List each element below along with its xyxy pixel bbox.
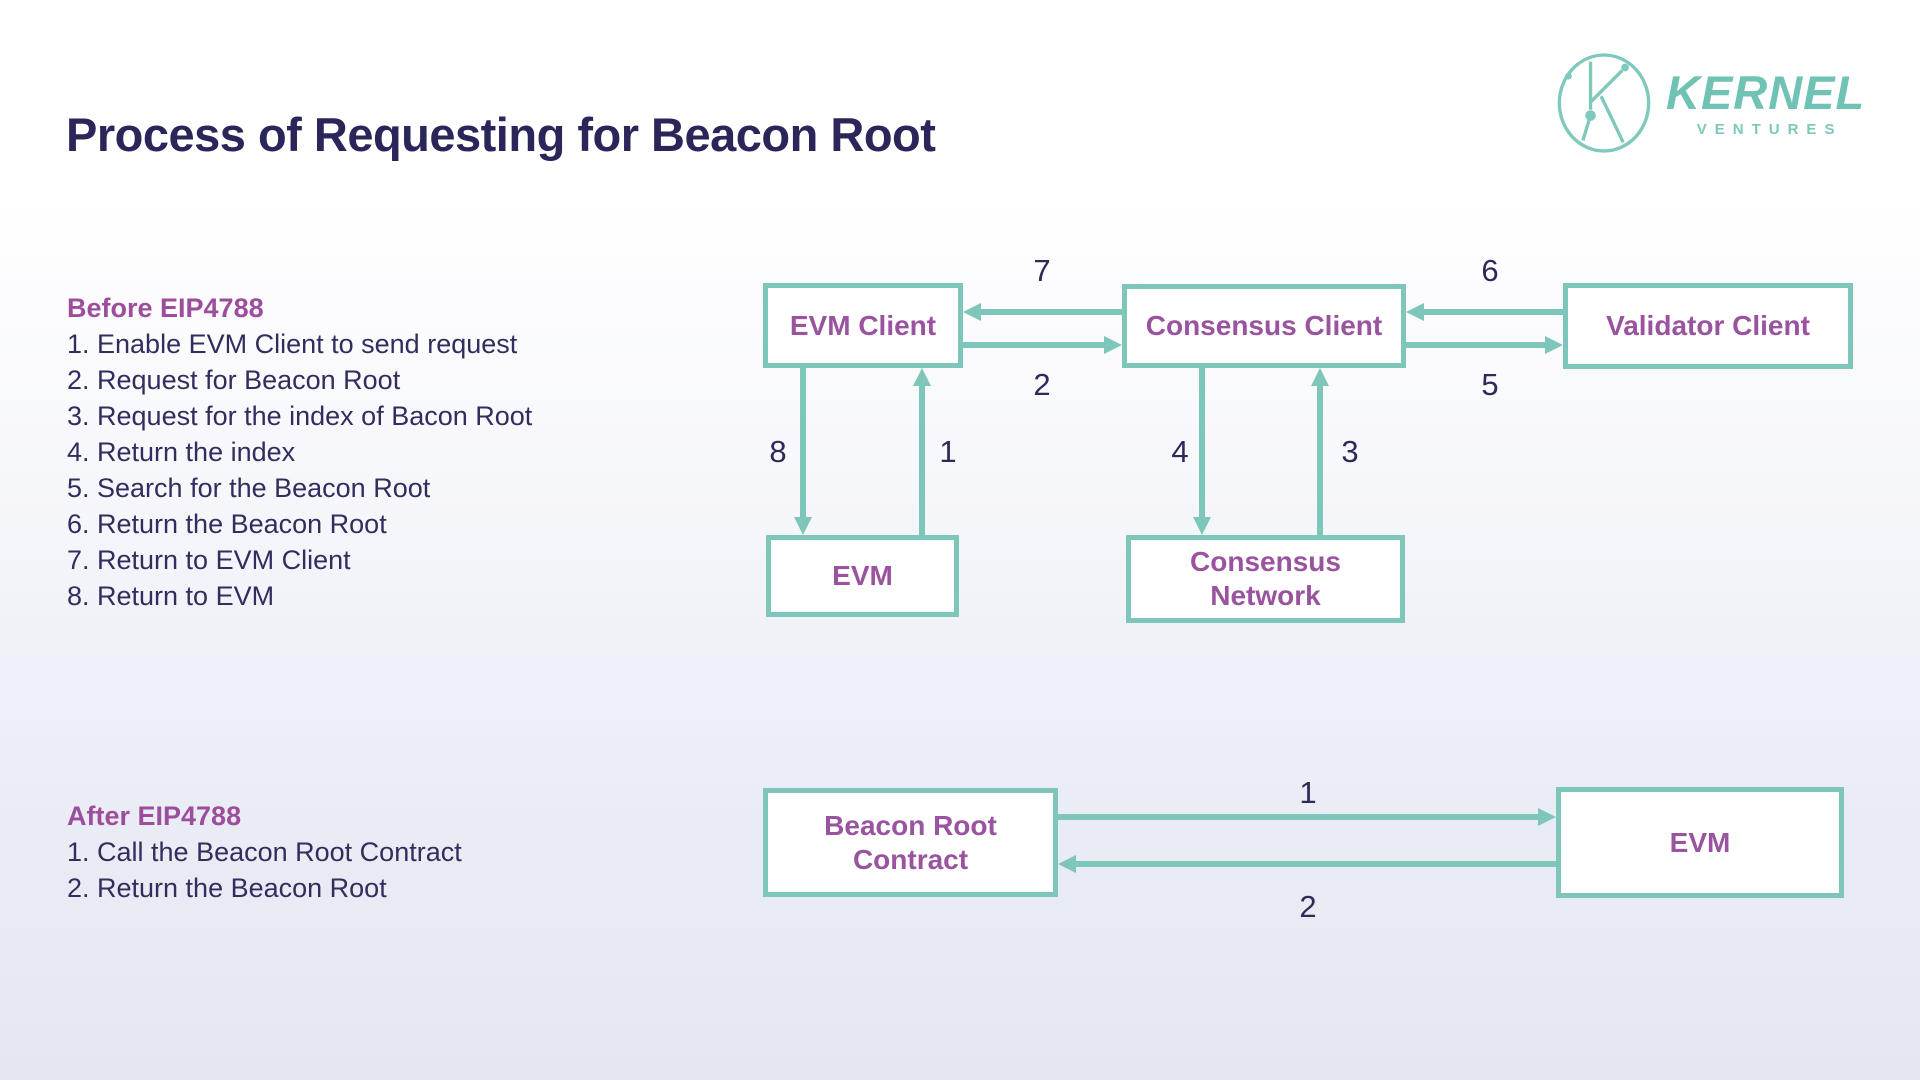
arrow-label-1: 1	[939, 434, 957, 469]
node-evm-label: EVM	[832, 560, 893, 592]
node-evm-after-label: EVM	[1669, 826, 1731, 858]
before-step: 3. Request for the index of Bacon Root	[67, 401, 533, 431]
arrow-label-3: 3	[1341, 434, 1359, 469]
arrow-2-evm-client-to-consensus	[963, 336, 1122, 354]
after-eip4788-section: After EIP4788 1. Call the Beacon Root Co…	[67, 798, 462, 906]
node-beacon-root-contract: Beacon Root Contract	[763, 788, 1058, 897]
logo-subtitle: VENTURES	[1696, 121, 1843, 138]
node-validator-client: Validator Client	[1563, 283, 1853, 369]
node-evm-after: EVM	[1556, 787, 1844, 898]
kernel-logo-text: KERNEL VENTURES	[1666, 69, 1865, 137]
page-title: Process of Requesting for Beacon Root	[66, 108, 936, 162]
arrow-label-8: 8	[769, 434, 787, 469]
before-step: 1. Enable EVM Client to send request	[67, 329, 518, 359]
node-beacon-root-contract-label: Beacon Root Contract	[824, 809, 997, 875]
arrow-label-5: 5	[1481, 367, 1499, 402]
arrow-label-6: 6	[1481, 253, 1499, 288]
logo-brand-name: KERNEL	[1666, 66, 1866, 119]
before-step: 5. Search for the Beacon Root	[67, 473, 431, 503]
kernel-ventures-logo: KERNEL VENTURES	[1556, 52, 1865, 154]
arrow-1-contract-to-evm	[1058, 808, 1556, 826]
kernel-logo-mark-icon	[1557, 53, 1651, 153]
node-evm-client: EVM Client	[763, 283, 963, 368]
arrow-4-consensus-client-to-network	[1193, 368, 1211, 535]
node-consensus-client: Consensus Client	[1122, 284, 1406, 368]
node-consensus-client-label: Consensus Client	[1145, 310, 1383, 342]
arrow-1-evm-to-evm-client	[913, 368, 931, 535]
arrow-label-after-1: 1	[1299, 775, 1317, 810]
before-section-heading: Before EIP4788	[67, 293, 264, 323]
node-consensus-network-label: Consensus Network	[1190, 546, 1341, 611]
arrow-2-evm-to-contract	[1058, 855, 1556, 873]
before-step: 8. Return to EVM	[67, 581, 275, 611]
after-step: 1. Call the Beacon Root Contract	[67, 837, 462, 867]
before-step: 4. Return the index	[67, 437, 296, 467]
node-evm: EVM	[766, 535, 959, 617]
arrow-label-after-2: 2	[1299, 889, 1317, 924]
arrow-label-4: 4	[1171, 434, 1189, 469]
after-section-heading: After EIP4788	[67, 801, 242, 831]
after-step: 2. Return the Beacon Root	[67, 873, 387, 903]
arrow-label-7: 7	[1033, 253, 1051, 288]
arrow-8-evm-client-to-evm	[794, 368, 812, 535]
before-step: 2. Request for Beacon Root	[67, 365, 401, 395]
before-eip4788-section: Before EIP4788 1. Enable EVM Client to s…	[67, 290, 532, 614]
before-step: 6. Return the Beacon Root	[67, 509, 387, 539]
arrow-7-consensus-to-evm-client	[963, 303, 1122, 321]
arrow-label-2: 2	[1033, 367, 1051, 402]
node-validator-client-label: Validator Client	[1606, 310, 1810, 342]
node-consensus-network: Consensus Network	[1126, 535, 1405, 623]
node-evm-client-label: EVM Client	[789, 309, 937, 341]
arrow-6-validator-to-consensus	[1406, 303, 1563, 321]
before-step: 7. Return to EVM Client	[67, 545, 351, 575]
arrow-3-network-to-consensus-client	[1311, 368, 1329, 535]
arrow-5-consensus-to-validator	[1406, 336, 1563, 354]
